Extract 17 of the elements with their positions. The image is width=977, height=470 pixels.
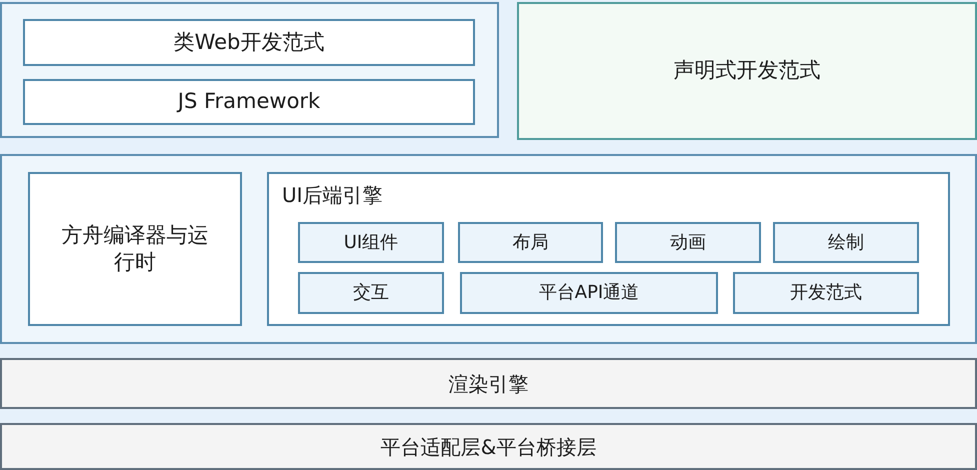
layer-bar: 平台适配层&平台桥接层 [0, 423, 977, 470]
layer-panel [0, 2, 499, 138]
component-box: 交互 [298, 272, 444, 314]
engine-box [267, 172, 950, 326]
component-box: UI组件 [298, 222, 444, 263]
module-box: 类Web开发范式 [23, 19, 475, 66]
component-box: 开发范式 [733, 272, 919, 314]
component-box: 动画 [615, 222, 761, 263]
component-box: 平台API通道 [460, 272, 718, 314]
module-box: JS Framework [23, 79, 475, 125]
module-box: 方舟编译器与运行时 [28, 172, 242, 326]
component-box: 绘制 [773, 222, 919, 263]
layer-panel [0, 154, 977, 344]
component-box: 布局 [458, 222, 603, 263]
layer-bar: 渲染引擎 [0, 358, 977, 409]
section-title: UI后端引擎 [282, 182, 383, 209]
module-box: 声明式开发范式 [517, 2, 977, 140]
